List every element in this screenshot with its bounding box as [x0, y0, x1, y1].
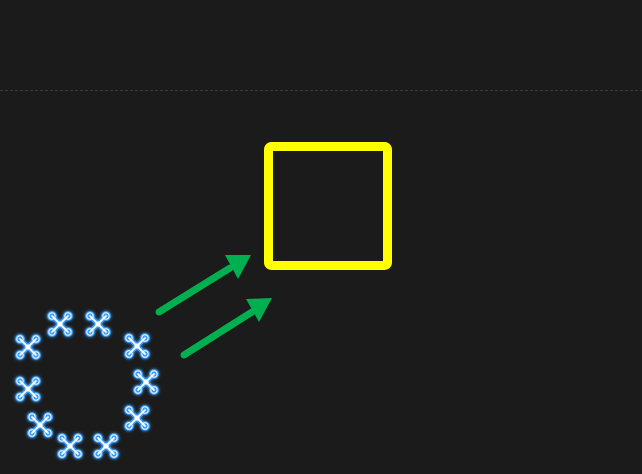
quadcopter-icon: [47, 311, 73, 337]
arrow-upper-shaft: [155, 264, 234, 316]
target-square: [264, 142, 392, 270]
quadcopter-icon: [133, 369, 159, 395]
quadcopter-icon: [57, 433, 83, 459]
quadcopter-icon: [124, 405, 150, 431]
quadcopter-icon: [15, 376, 41, 402]
approach-arrows: [155, 255, 272, 359]
quadcopter-icon: [15, 334, 41, 360]
arrow-lower-head: [246, 298, 272, 322]
quadcopter-icon: [124, 333, 150, 359]
quadcopter-icon: [93, 433, 119, 459]
arrow-lower-shaft: [180, 308, 256, 359]
quadcopter-icon: [85, 311, 111, 337]
quadcopter-icon: [27, 412, 53, 438]
arrow-upper-head: [225, 255, 251, 279]
drone-swarm: [15, 311, 159, 459]
